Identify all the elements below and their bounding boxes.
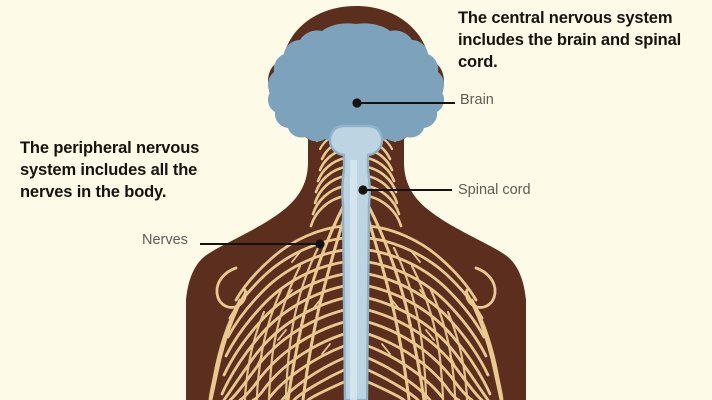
label-brain: Brain (460, 92, 494, 108)
brain (267, 23, 445, 142)
brain-shape (267, 23, 445, 142)
spinal-cord-highlight (350, 160, 357, 400)
nerves-network (208, 126, 504, 400)
leader-brain (352, 98, 455, 108)
spinal-cord (328, 124, 384, 400)
leader-lines (200, 98, 455, 249)
label-nerves: Nerves (142, 232, 188, 248)
leader-spinal-cord (358, 185, 452, 195)
callout-peripheral-nervous-system: The peripheral nervous system includes a… (20, 139, 200, 201)
callout-central-nervous-system: The central nervous system includes the … (458, 9, 682, 71)
label-spinal-cord: Spinal cord (458, 182, 531, 198)
leader-nerves (200, 239, 325, 249)
